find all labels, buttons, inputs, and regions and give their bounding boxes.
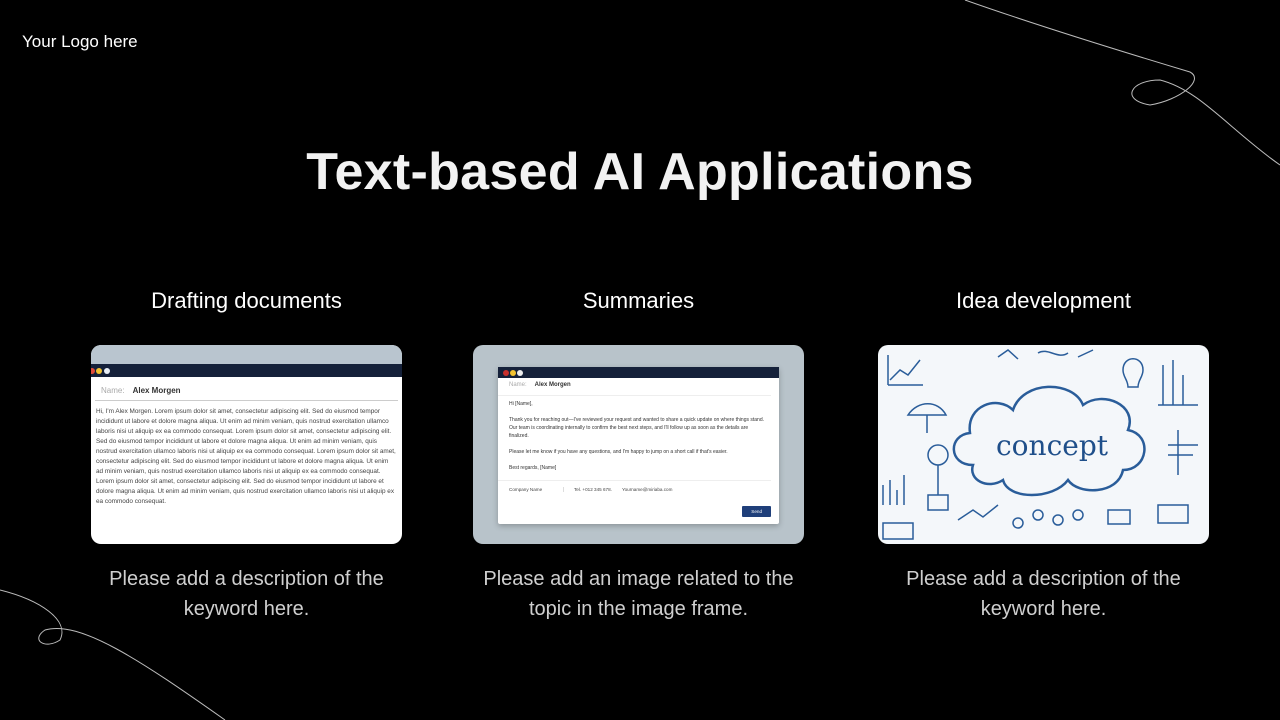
summaries-image: Name:Alex Morgen Hi [Name], Thank you fo…: [473, 345, 804, 544]
logo-placeholder: Your Logo here: [22, 32, 138, 51]
column-description: Please add an image related to the topic…: [483, 568, 794, 620]
document-body: Hi, I'm Alex Morgen. Lorem ipsum dolor s…: [96, 408, 396, 505]
column-drafting: Drafting documents Name:Alex Morgen Hi, …: [91, 286, 402, 624]
send-button: Send: [742, 506, 771, 517]
concept-doodle-image: concept: [878, 345, 1209, 544]
column-summaries: Summaries Name:Alex Morgen Hi [Name], Th…: [473, 286, 804, 624]
column-heading: Drafting documents: [151, 288, 342, 313]
column-heading: Idea development: [956, 288, 1131, 313]
column-description: Please add a description of the keyword …: [109, 568, 384, 620]
page-title: Text-based AI Applications: [306, 143, 974, 201]
column-heading: Summaries: [582, 288, 695, 313]
column-idea: Idea development concept Please add a de…: [878, 286, 1209, 624]
drafting-image: Name:Alex Morgen Hi, I'm Alex Morgen. Lo…: [91, 345, 402, 544]
concept-word: concept: [996, 429, 1109, 462]
column-description: Please add a description of the keyword …: [906, 568, 1181, 620]
